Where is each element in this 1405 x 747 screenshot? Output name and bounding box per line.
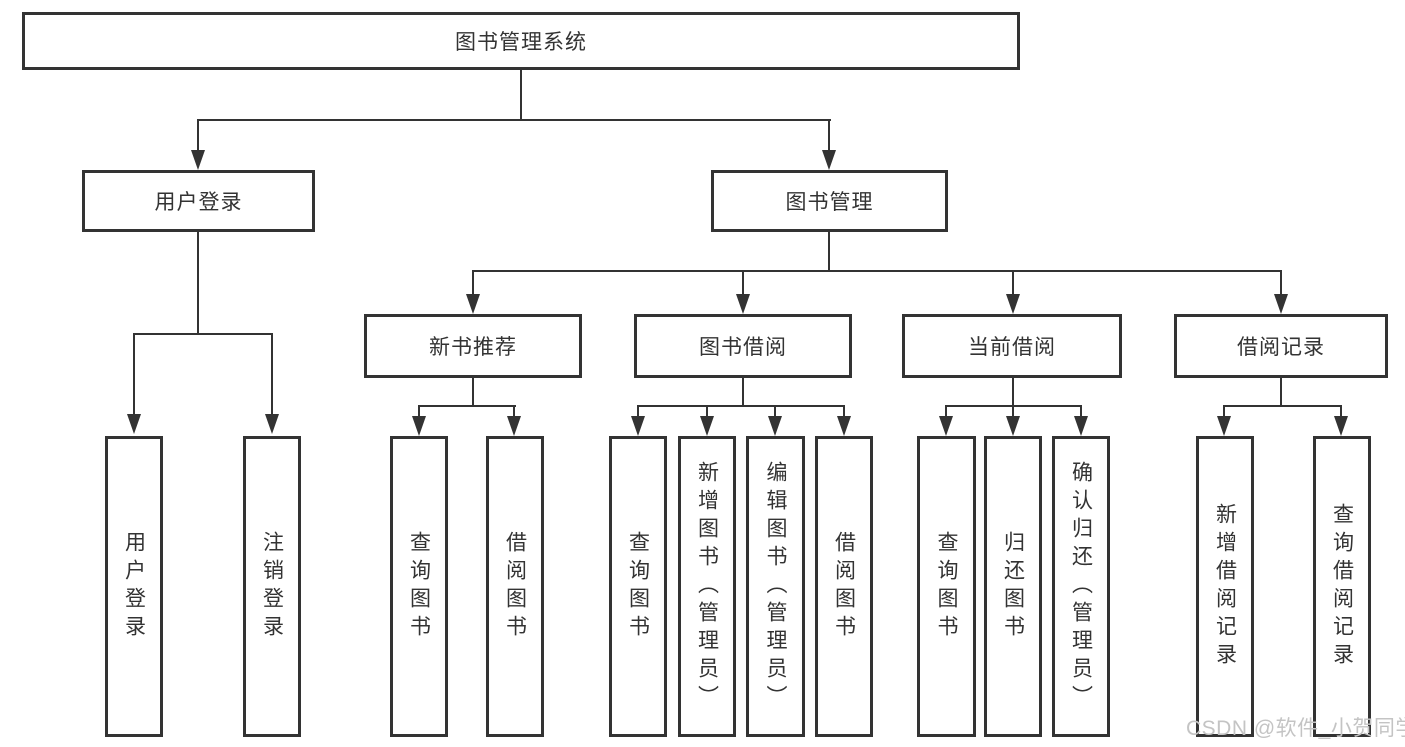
leaf-query-books-borrowing: 查询图书 [609,436,667,737]
node-label: 图书管理 [785,191,874,214]
node-label: 查询图书 [626,530,650,643]
connector-line [1012,378,1014,407]
arrow-down-icon [768,416,782,436]
node-label: 当前借阅 [968,336,1056,359]
connector-line [828,232,830,272]
leaf-return-books: 归还图书 [984,436,1042,737]
leaf-add-book-admin: 新增图书（管理员） [678,436,736,737]
connector-line [197,232,199,335]
watermark-text: CSDN @软件_小贺同学 [1186,717,1405,740]
node-label: 用户登录 [154,191,243,214]
node-current-borrowing: 当前借阅 [902,314,1122,378]
node-label: 查询图书 [935,530,958,643]
connector-line [418,407,420,417]
connector-line [1012,407,1014,417]
arrow-down-icon [1006,294,1020,314]
node-book-management: 图书管理 [711,170,948,232]
arrow-down-icon [837,416,851,436]
connector-line [774,407,776,417]
leaf-logout: 注销登录 [243,436,301,737]
arrow-down-icon [127,414,141,434]
leaf-borrow-books-borrowing: 借阅图书 [815,436,873,737]
arrow-down-icon [1274,294,1288,314]
arrow-down-icon [412,416,426,436]
connector-line [843,407,845,417]
leaf-query-books-recommend: 查询图书 [390,436,448,737]
leaf-query-books-current: 查询图书 [917,436,976,737]
arrow-down-icon [507,416,521,436]
arrow-down-icon [265,414,279,434]
leaf-confirm-return-admin: 确认归还（管理员） [1052,436,1110,737]
connector-line [197,119,831,121]
leaf-borrow-books-recommend: 借阅图书 [486,436,544,737]
node-label: 用户登录 [122,530,146,643]
node-label: 图书借阅 [699,336,787,359]
node-label: 新增借阅记录 [1213,502,1237,671]
arrow-down-icon [736,294,750,314]
connector-line [472,272,474,294]
arrow-down-icon [1074,416,1088,436]
leaf-edit-book-admin: 编辑图书（管理员） [746,436,805,737]
connector-line [472,270,1282,272]
arrow-down-icon [466,294,480,314]
connector-line [742,272,744,294]
leaf-user-login: 用户登录 [105,436,163,737]
node-label: 归还图书 [1001,530,1025,643]
arrow-down-icon [939,416,953,436]
connector-line [133,335,135,415]
leaf-query-borrow-record: 查询借阅记录 [1313,436,1371,737]
arrow-down-icon [191,150,205,170]
connector-line [706,407,708,417]
leaf-add-borrow-record: 新增借阅记录 [1196,436,1254,737]
node-label: 借阅图书 [503,530,527,643]
node-label: 注销登录 [260,530,284,643]
connector-line [1223,405,1342,407]
connector-line [472,378,474,407]
connector-line [271,335,273,415]
arrow-down-icon [1217,416,1231,436]
node-library-system: 图书管理系统 [22,12,1020,70]
arrow-down-icon [700,416,714,436]
connector-line [637,405,845,407]
node-label: 图书管理系统 [455,31,587,54]
arrow-down-icon [1334,416,1348,436]
node-book-borrowing: 图书借阅 [634,314,852,378]
node-label: 新书推荐 [429,336,517,359]
connector-line [1340,407,1342,417]
connector-line [742,378,744,407]
connector-line [513,407,515,417]
node-label: 编辑图书（管理员） [764,460,787,713]
connector-line [197,121,199,151]
connector-line [1280,378,1282,407]
node-label: 借阅图书 [832,530,856,643]
arrow-down-icon [822,150,836,170]
node-label: 查询图书 [407,530,431,643]
node-label: 借阅记录 [1237,336,1325,359]
arrow-down-icon [1006,416,1020,436]
node-label: 确认归还（管理员） [1069,460,1093,713]
connector-line [828,121,830,151]
node-borrowing-records: 借阅记录 [1174,314,1388,378]
connector-line [945,405,1082,407]
node-label: 新增图书（管理员） [695,460,719,713]
connector-line [945,407,947,417]
connector-line [418,405,516,407]
node-user-login: 用户登录 [82,170,315,232]
arrow-down-icon [631,416,645,436]
connector-line [1280,272,1282,294]
connector-line [133,333,273,335]
connector-line [1012,272,1014,294]
connector-line [1223,407,1225,417]
connector-line [1080,407,1082,417]
connector-line [520,70,522,121]
node-label: 查询借阅记录 [1330,502,1354,671]
node-new-book-recommendation: 新书推荐 [364,314,582,378]
connector-line [637,407,639,417]
